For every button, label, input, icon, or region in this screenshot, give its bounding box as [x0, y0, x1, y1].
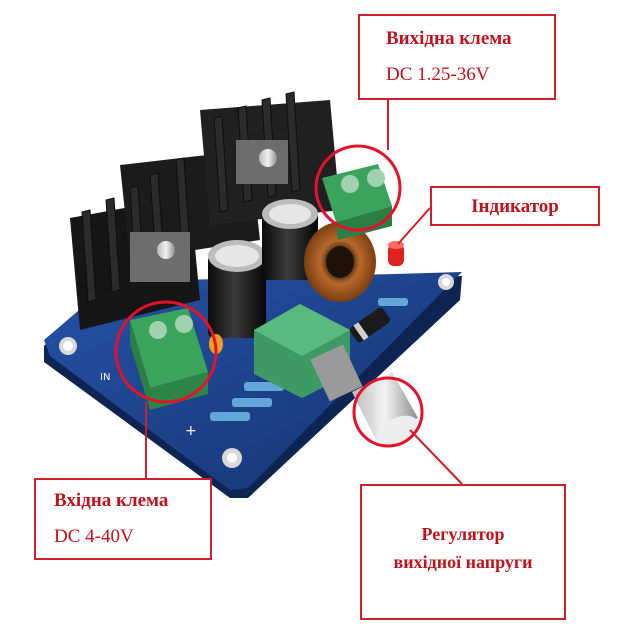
input-terminal-range: DC 4-40V — [54, 526, 134, 547]
input-screw-terminal-icon — [130, 308, 223, 410]
led-indicator-icon — [388, 241, 404, 266]
svg-text:+: + — [185, 423, 197, 439]
resistors — [210, 298, 408, 421]
regulator-title-line2: вихідної напруги — [393, 552, 533, 572]
svg-text:IN: IN — [100, 372, 110, 383]
regulator-knob-highlight — [352, 376, 424, 448]
indicator-callout: Індикатор — [430, 186, 600, 226]
output-terminal-highlight — [314, 144, 402, 232]
output-terminal-range: DC 1.25-36V — [386, 64, 490, 85]
input-terminal-title: Вхідна клема — [54, 490, 169, 511]
output-terminal-callout: Вихідна клема DC 1.25-36V — [358, 14, 556, 100]
output-terminal-title: Вихідна клема — [386, 28, 512, 49]
diode-icon — [350, 307, 390, 343]
leader-lines — [145, 100, 463, 485]
highlight-circles — [114, 144, 424, 448]
input-terminal-highlight — [114, 300, 218, 404]
output-screw-terminal-icon — [322, 164, 392, 240]
heatsink-icon — [70, 91, 340, 330]
regulator-title-line1: Регулятор — [421, 524, 505, 544]
regulator-callout: Регулятор вихідної напруги — [360, 484, 566, 620]
capacitor-icon — [208, 199, 318, 338]
indicator-title: Індикатор — [471, 196, 559, 217]
inductor-coil-icon — [304, 222, 376, 302]
potentiometer-icon — [254, 304, 418, 445]
input-terminal-callout: Вхідна клема DC 4-40V — [34, 478, 212, 560]
